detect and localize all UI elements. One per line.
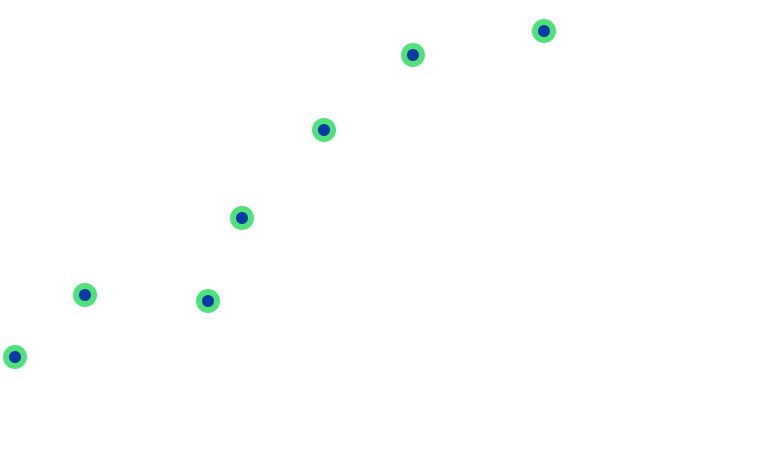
data-point bbox=[230, 206, 254, 230]
point-marker-center bbox=[318, 124, 330, 136]
point-marker-center bbox=[236, 212, 248, 224]
data-point bbox=[401, 43, 425, 67]
data-point bbox=[196, 289, 220, 313]
point-marker-center bbox=[407, 49, 419, 61]
data-point bbox=[3, 345, 27, 369]
data-point bbox=[532, 19, 556, 43]
data-point bbox=[312, 118, 336, 142]
point-marker-center bbox=[538, 25, 550, 37]
point-marker-center bbox=[202, 295, 214, 307]
point-marker-center bbox=[9, 351, 21, 363]
data-point bbox=[73, 283, 97, 307]
point-marker-center bbox=[79, 289, 91, 301]
